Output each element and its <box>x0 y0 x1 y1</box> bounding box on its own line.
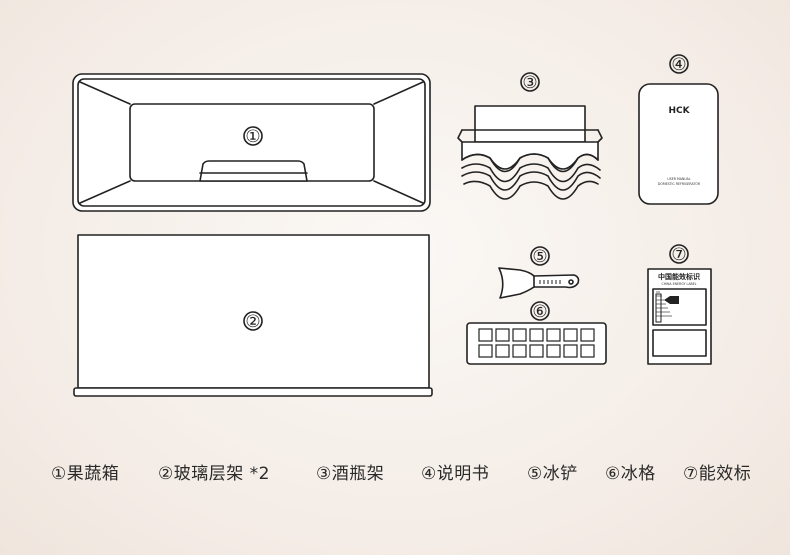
glass-shelf: ② <box>73 234 433 397</box>
energy-label-title: 中国能效标识 <box>658 272 700 281</box>
caption-ice-tray: ⑥冰格 <box>605 464 656 484</box>
caption-ice-shovel: ⑤冰铲 <box>527 464 578 484</box>
wine-rack-marker: ③ <box>522 73 537 93</box>
shelf-marker: ② <box>245 312 260 332</box>
caption-crisper: ①果蔬箱 <box>51 464 120 484</box>
manual-line1: USER MANUAL <box>667 177 690 181</box>
ice-tray: ⑥ <box>466 301 607 365</box>
ice-shovel: ⑤ <box>498 246 580 299</box>
caption-wine-rack: ③酒瓶架 <box>316 464 385 484</box>
caption-energy-label: ⑦能效标 <box>683 464 752 484</box>
ice-shovel-marker: ⑤ <box>532 247 547 267</box>
energy-label: ⑦ 中国能效标识 CHINA ENERGY LABEL <box>647 244 712 365</box>
caption-manual: ④说明书 <box>421 464 490 484</box>
manual-line2: DOMESTIC REFRIGERATOR <box>658 182 701 186</box>
crisper-marker: ① <box>245 127 260 147</box>
manual-marker: ④ <box>671 55 686 75</box>
user-manual: ④ HCK USER MANUAL DOMESTIC REFRIGERATOR <box>638 54 719 205</box>
energy-label-marker: ⑦ <box>671 245 686 265</box>
energy-label-subtitle: CHINA ENERGY LABEL <box>661 282 696 286</box>
manual-brand: HCK <box>668 106 690 116</box>
wine-rack: ③ <box>457 72 603 200</box>
caption-glass-shelf: ②玻璃层架 *2 <box>158 464 270 484</box>
crisper-drawer: ① <box>72 73 431 212</box>
ice-tray-marker: ⑥ <box>532 302 547 322</box>
